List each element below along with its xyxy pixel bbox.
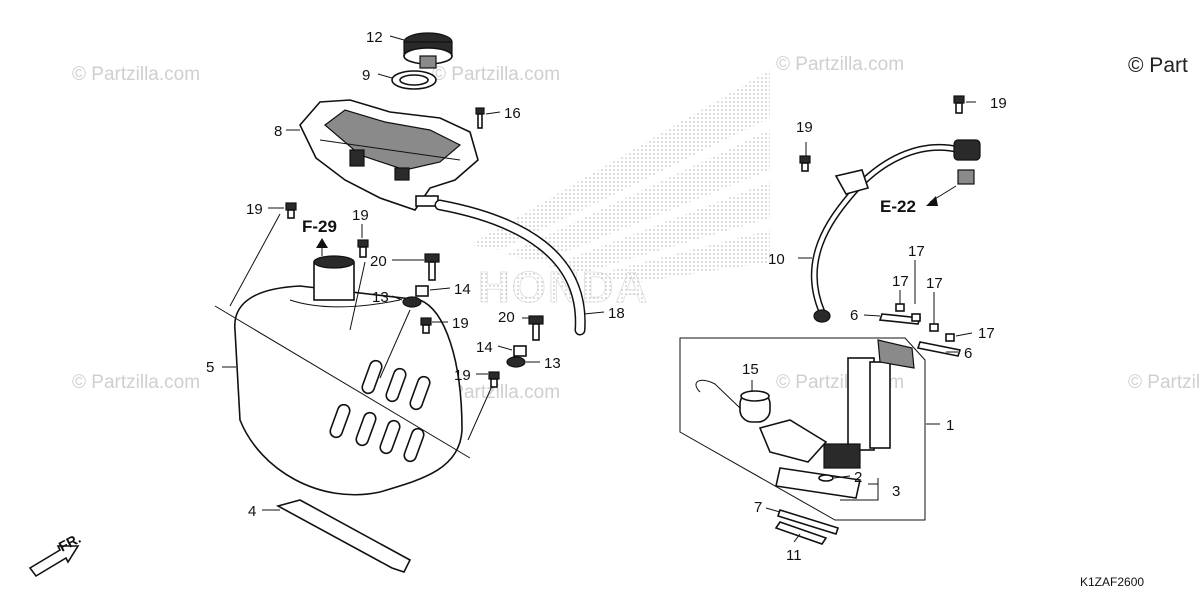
callout-18: 18 [608,305,625,322]
callout-10: 10 [768,251,785,268]
callout-9: 9 [362,67,370,84]
fuel-pump-box [679,337,926,521]
watermark: © Partzilla.com [432,64,560,85]
callout-19: 19 [246,201,263,218]
ref-arrow-f29 [316,238,328,256]
callout-17: 17 [908,243,925,260]
quick-connector [953,139,981,185]
pump-plate-11 [774,521,828,545]
grommet-13-right [506,356,526,368]
callout-6: 6 [850,307,858,324]
watermark: © Partzilla.com [72,64,200,85]
callout-14: 14 [454,281,471,298]
pump-packing-7 [776,509,840,535]
hose-clamp [834,169,870,195]
callout-19: 19 [352,207,369,224]
callout-1: 1 [946,417,954,434]
tank-upper-housing [299,99,479,211]
callout-17: 17 [926,275,943,292]
tank-ribs [329,359,431,463]
setting-plate-6-left [878,313,922,325]
callout-16: 16 [504,105,521,122]
bolt-20-left [424,253,440,281]
tank-rubber-pad [275,499,412,573]
callout-20: 20 [370,253,387,270]
callout-5: 5 [206,359,214,376]
ref-e22: E-22 [880,197,916,216]
callout-19: 19 [454,367,471,384]
bolt-19-f29 [357,239,369,258]
bolt-19-upper-right [953,95,965,114]
ref-arrow-e22 [926,185,957,206]
callout-8: 8 [274,123,282,140]
fuel-pump [695,339,915,499]
callout-13: 13 [544,355,561,372]
callout-12: 12 [366,29,383,46]
callout-19: 19 [796,119,813,136]
bolt-19-tank-top [285,202,297,219]
callout-7: 7 [754,499,762,516]
bolt-20-right [528,315,544,341]
callout-2: 2 [854,469,862,486]
watermark: © Partzilla.com [72,372,200,393]
collar-14-right [513,345,527,357]
callout-19: 19 [990,95,1007,112]
callout-11: 11 [786,547,802,564]
pump-oring [818,474,834,482]
honda-wing-logo: HONDA [470,70,770,312]
callout-17: 17 [978,325,995,342]
hose-end-fitting [813,309,831,323]
callout-20: 20 [498,309,515,326]
fuel-tank [214,255,471,496]
callout-4: 4 [248,503,256,520]
corner-watermark: © Part [1128,54,1188,77]
cap-gasket [391,70,437,90]
collar-14-left [415,285,429,297]
bolt-16 [475,107,485,129]
callout-19: 19 [452,315,469,332]
callout-6: 6 [964,345,972,362]
callout-3: 3 [892,483,900,500]
fuel-level-float [739,390,771,423]
callout-15: 15 [742,361,759,378]
callout-labels: 12 9 16 8 19 19 20 14 13 19 5 20 14 13 1… [206,29,1007,564]
bolt-19-clamp [799,155,811,172]
callout-14: 14 [476,339,493,356]
bolt-19-lower [488,371,500,388]
grommet-13-left [402,296,422,308]
watermark: © Partzilla.com [432,382,560,403]
leader-lines-left [222,35,605,511]
fuel-cap [403,32,453,69]
leader-lines-right [751,101,976,543]
front-direction-arrow: FR. [28,530,83,578]
watermark: © Partzilla.com [1128,372,1200,393]
bolt-19-mid [420,317,432,334]
callout-13: 13 [372,289,389,306]
callout-17: 17 [892,273,909,290]
watermark: © Partzilla.com [776,54,904,75]
setting-plate-6-right [916,341,962,357]
ref-f29: F-29 [302,217,337,236]
diagram-code: K1ZAF2600 [1080,575,1144,589]
